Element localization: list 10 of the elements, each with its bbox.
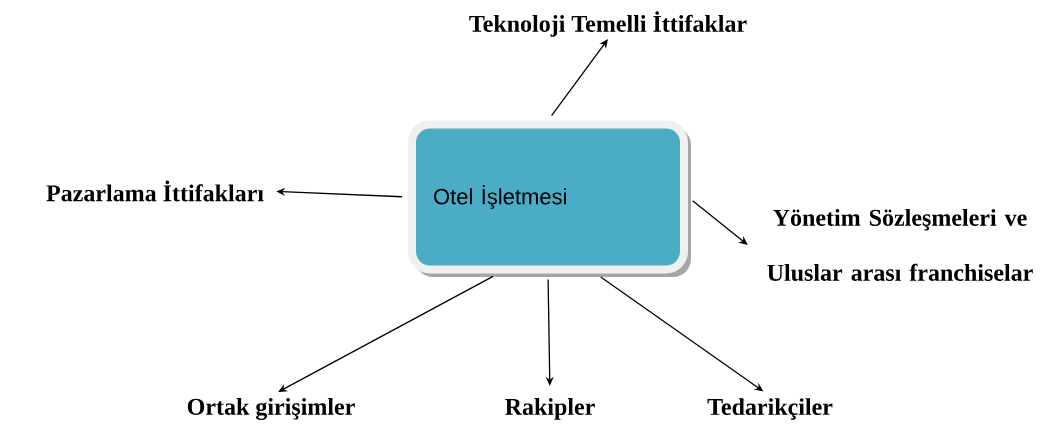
process-box: Otel İşletmesi [408, 120, 691, 277]
node-label: Rakipler [505, 398, 595, 420]
node-label: Tedarikçiler [707, 398, 833, 420]
node-label: Ortak girişimler [187, 398, 355, 420]
node-label: Teknoloji Temelli İttifaklar [469, 11, 747, 37]
node-label: Yönetim Sözleşmeleri ve Uluslar arası franchiselar [767, 209, 1033, 281]
arrow [692, 200, 748, 245]
arrow [550, 39, 608, 117]
node-label: Pazarlama İttifakları [46, 180, 264, 202]
arrow [278, 275, 494, 392]
